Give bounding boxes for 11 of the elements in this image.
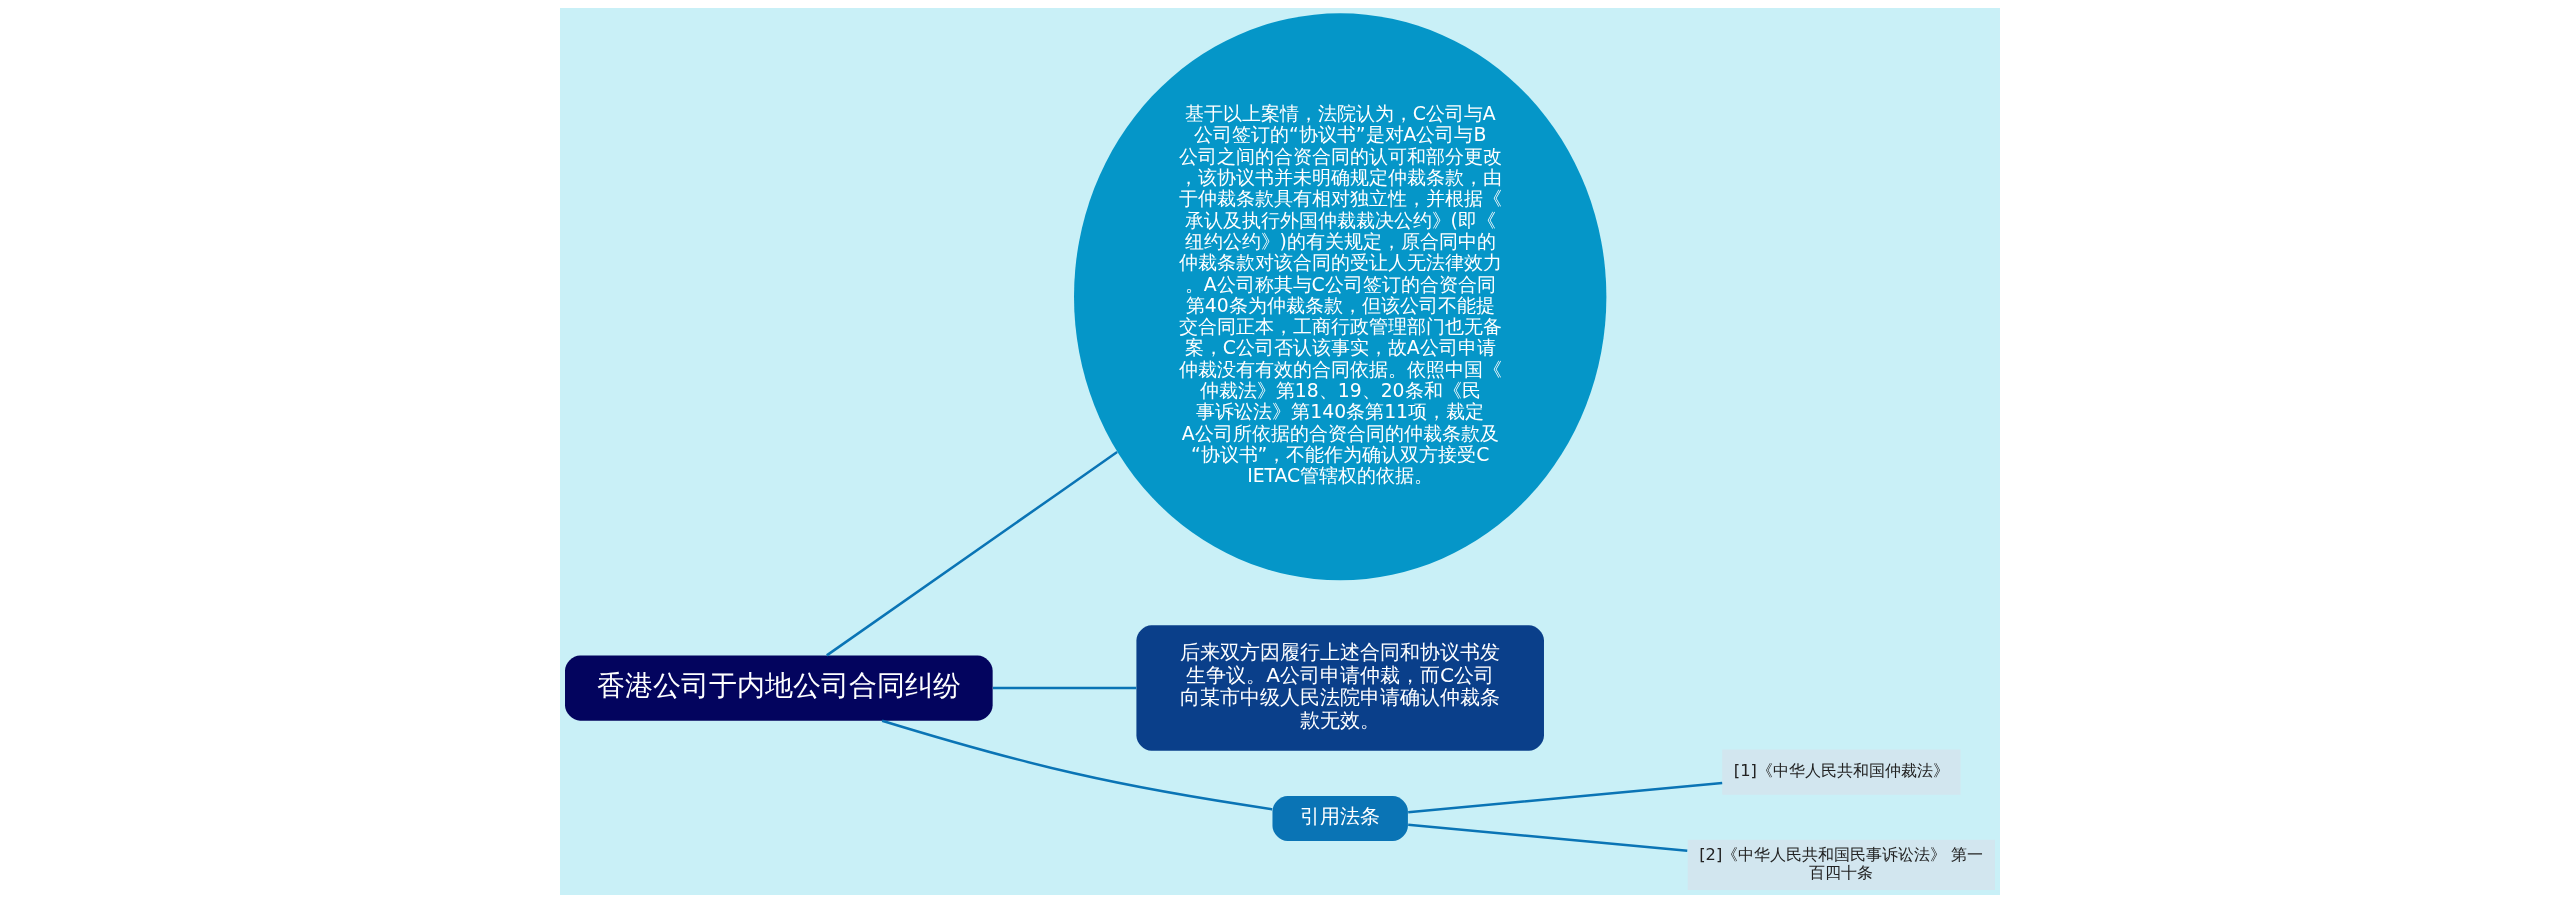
node-box: [2]《中华人民共和国民事诉讼法》 第一百四十条 [1687,839,1995,890]
node-box: 香港公司于内地公司合同纠纷 [565,655,993,721]
connector [1408,781,1723,814]
node-circle: 基于以上案情，法院认为，C公司与A公司签订的“协议书”是对A公司与B公司之间的合资合同的认可和部分更改，该协议书并未明确规定仲裁条款，由于仲裁条款具有相对独立性，并根据《承认及执行外国仲裁裁决公约》(即《纽约公约》)的有关规定，原合同中的仲裁条款对该合同的受让人无法律效力。A公司称其与C公司签订的合资合同第40条为仲裁条款，但该公司不能提交合同正本，工商行政管理部门也无备案，C公司否认该事实，故A公司申请仲裁没有有效的合同依据。依照中国《仲裁法》第18、19、20条和《民事诉讼法》第140条第11项，裁定A公司所依据的合资合同的仲裁条款及“协议书”，不能作为确认双方接受CIETAC管辖权的依据。 [1074,13,1607,581]
node-box: 后来双方因履行上述合同和协议书发生争议。A公司申请仲裁，而C公司向某市中级人民法院申请确认仲裁条款无效。 [1136,625,1544,751]
connector [826,451,1118,657]
connector [992,686,1137,690]
node-box: 引用法条 [1272,795,1408,842]
connector [1408,823,1688,852]
connector [881,719,1273,811]
node-box: [1]《中华人民共和国仲裁法》 [1722,749,1961,795]
